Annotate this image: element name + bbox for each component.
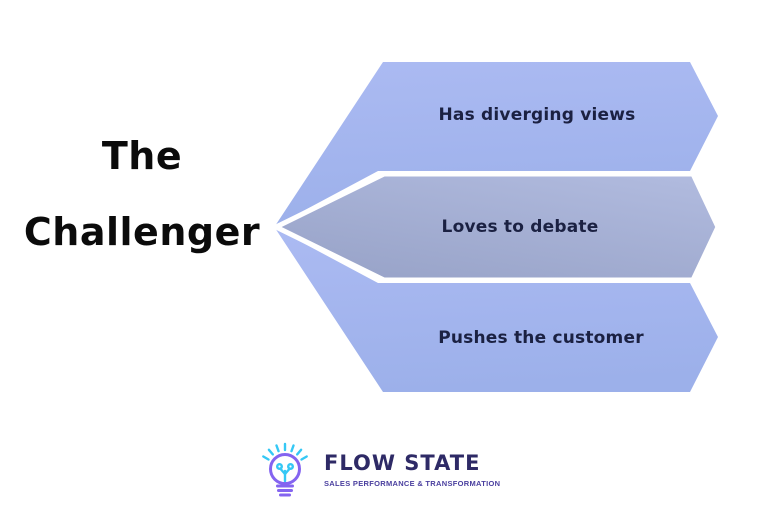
bulb-outline <box>269 453 301 497</box>
bulb-filament <box>276 463 295 483</box>
chevron-band-top <box>275 62 718 226</box>
title-line-2: Challenger <box>23 210 261 254</box>
band-label-has-diverging-views: Has diverging views <box>438 105 636 125</box>
brand-name: FLOW STATE <box>324 450 481 475</box>
chevron-band-bottom <box>275 228 718 392</box>
band-label-loves-to-debate: Loves to debate <box>441 217 599 237</box>
chevron-band-middle <box>273 171 721 283</box>
footer-logo: FLOW STATE SALES PERFORMANCE & TRANSFORM… <box>257 436 500 502</box>
lightbulb-icon <box>257 436 315 502</box>
title-line-1: The <box>101 134 183 178</box>
brand-text-block: FLOW STATE SALES PERFORMANCE & TRANSFORM… <box>324 451 500 488</box>
band-label-pushes-the-customer: Pushes the customer <box>438 328 644 348</box>
brand-tagline: SALES PERFORMANCE & TRANSFORMATION <box>324 478 501 488</box>
spark-rays <box>262 442 308 461</box>
